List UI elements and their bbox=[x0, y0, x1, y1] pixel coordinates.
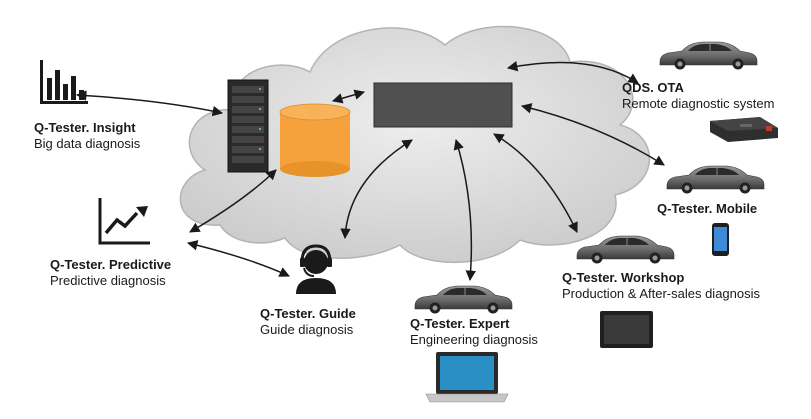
connector-arrows bbox=[75, 61, 665, 282]
ota-title: QDS. OTA bbox=[622, 80, 684, 95]
mobile-label: Q-Tester. Mobile bbox=[657, 201, 757, 217]
mobile-title: Q-Tester. Mobile bbox=[657, 201, 758, 216]
guide-label: Q-Tester. Guide Guide diagnosis bbox=[260, 306, 356, 338]
workshop-label: Q-Tester. Workshop Production & After-sa… bbox=[562, 270, 760, 302]
cloud-server-box bbox=[373, 82, 513, 128]
bar-chart-icon bbox=[40, 60, 88, 104]
guide-title: Q-Tester. Guide bbox=[260, 306, 356, 321]
arrow-workshop-server bbox=[493, 133, 578, 233]
arrow-mobile-server bbox=[520, 103, 665, 166]
database-icon bbox=[279, 103, 351, 177]
arrow-guide-server bbox=[340, 139, 413, 240]
workshop-subtitle: Production & After-sales diagnosis bbox=[562, 286, 760, 301]
car-icon-expert bbox=[414, 285, 513, 314]
tablet-icon bbox=[600, 311, 653, 348]
arrow-predictive-cloud bbox=[189, 169, 277, 233]
insight-title: Q-Tester. Insight bbox=[34, 120, 136, 135]
laptop-icon bbox=[425, 352, 509, 403]
predictive-label: Q-Tester. Predictive Predictive diagnosi… bbox=[50, 257, 171, 289]
ota-label: QDS. OTA Remote diagnostic system bbox=[622, 80, 774, 112]
obd-device-icon bbox=[710, 117, 778, 142]
car-icon-mobile bbox=[666, 165, 765, 194]
ota-subtitle: Remote diagnostic system bbox=[622, 96, 775, 111]
smartphone-icon bbox=[712, 223, 729, 256]
insight-subtitle: Big data diagnosis bbox=[34, 136, 141, 151]
workshop-title: Q-Tester. Workshop bbox=[562, 270, 685, 285]
arrow-insight-cloud bbox=[75, 90, 224, 117]
trend-chart-icon bbox=[98, 198, 150, 245]
arrow-expert-server bbox=[453, 138, 476, 282]
arrow-ota-server bbox=[506, 61, 639, 84]
car-icon-workshop bbox=[576, 235, 675, 264]
insight-label: Q-Tester. Insight Big data diagnosis bbox=[34, 120, 140, 152]
predictive-subtitle: Predictive diagnosis bbox=[50, 273, 166, 288]
predictive-title: Q-Tester. Predictive bbox=[50, 257, 172, 272]
expert-subtitle: Engineering diagnosis bbox=[410, 332, 538, 347]
guide-subtitle: Guide diagnosis bbox=[260, 322, 354, 337]
arrow-predictive-guide bbox=[186, 240, 290, 277]
headset-user-icon bbox=[296, 244, 336, 294]
car-icon-ota bbox=[659, 41, 758, 70]
arrow-database-server bbox=[331, 89, 366, 104]
expert-label: Q-Tester. Expert Engineering diagnosis bbox=[410, 316, 538, 348]
expert-title: Q-Tester. Expert bbox=[410, 316, 510, 331]
server-rack-icon bbox=[227, 79, 269, 173]
